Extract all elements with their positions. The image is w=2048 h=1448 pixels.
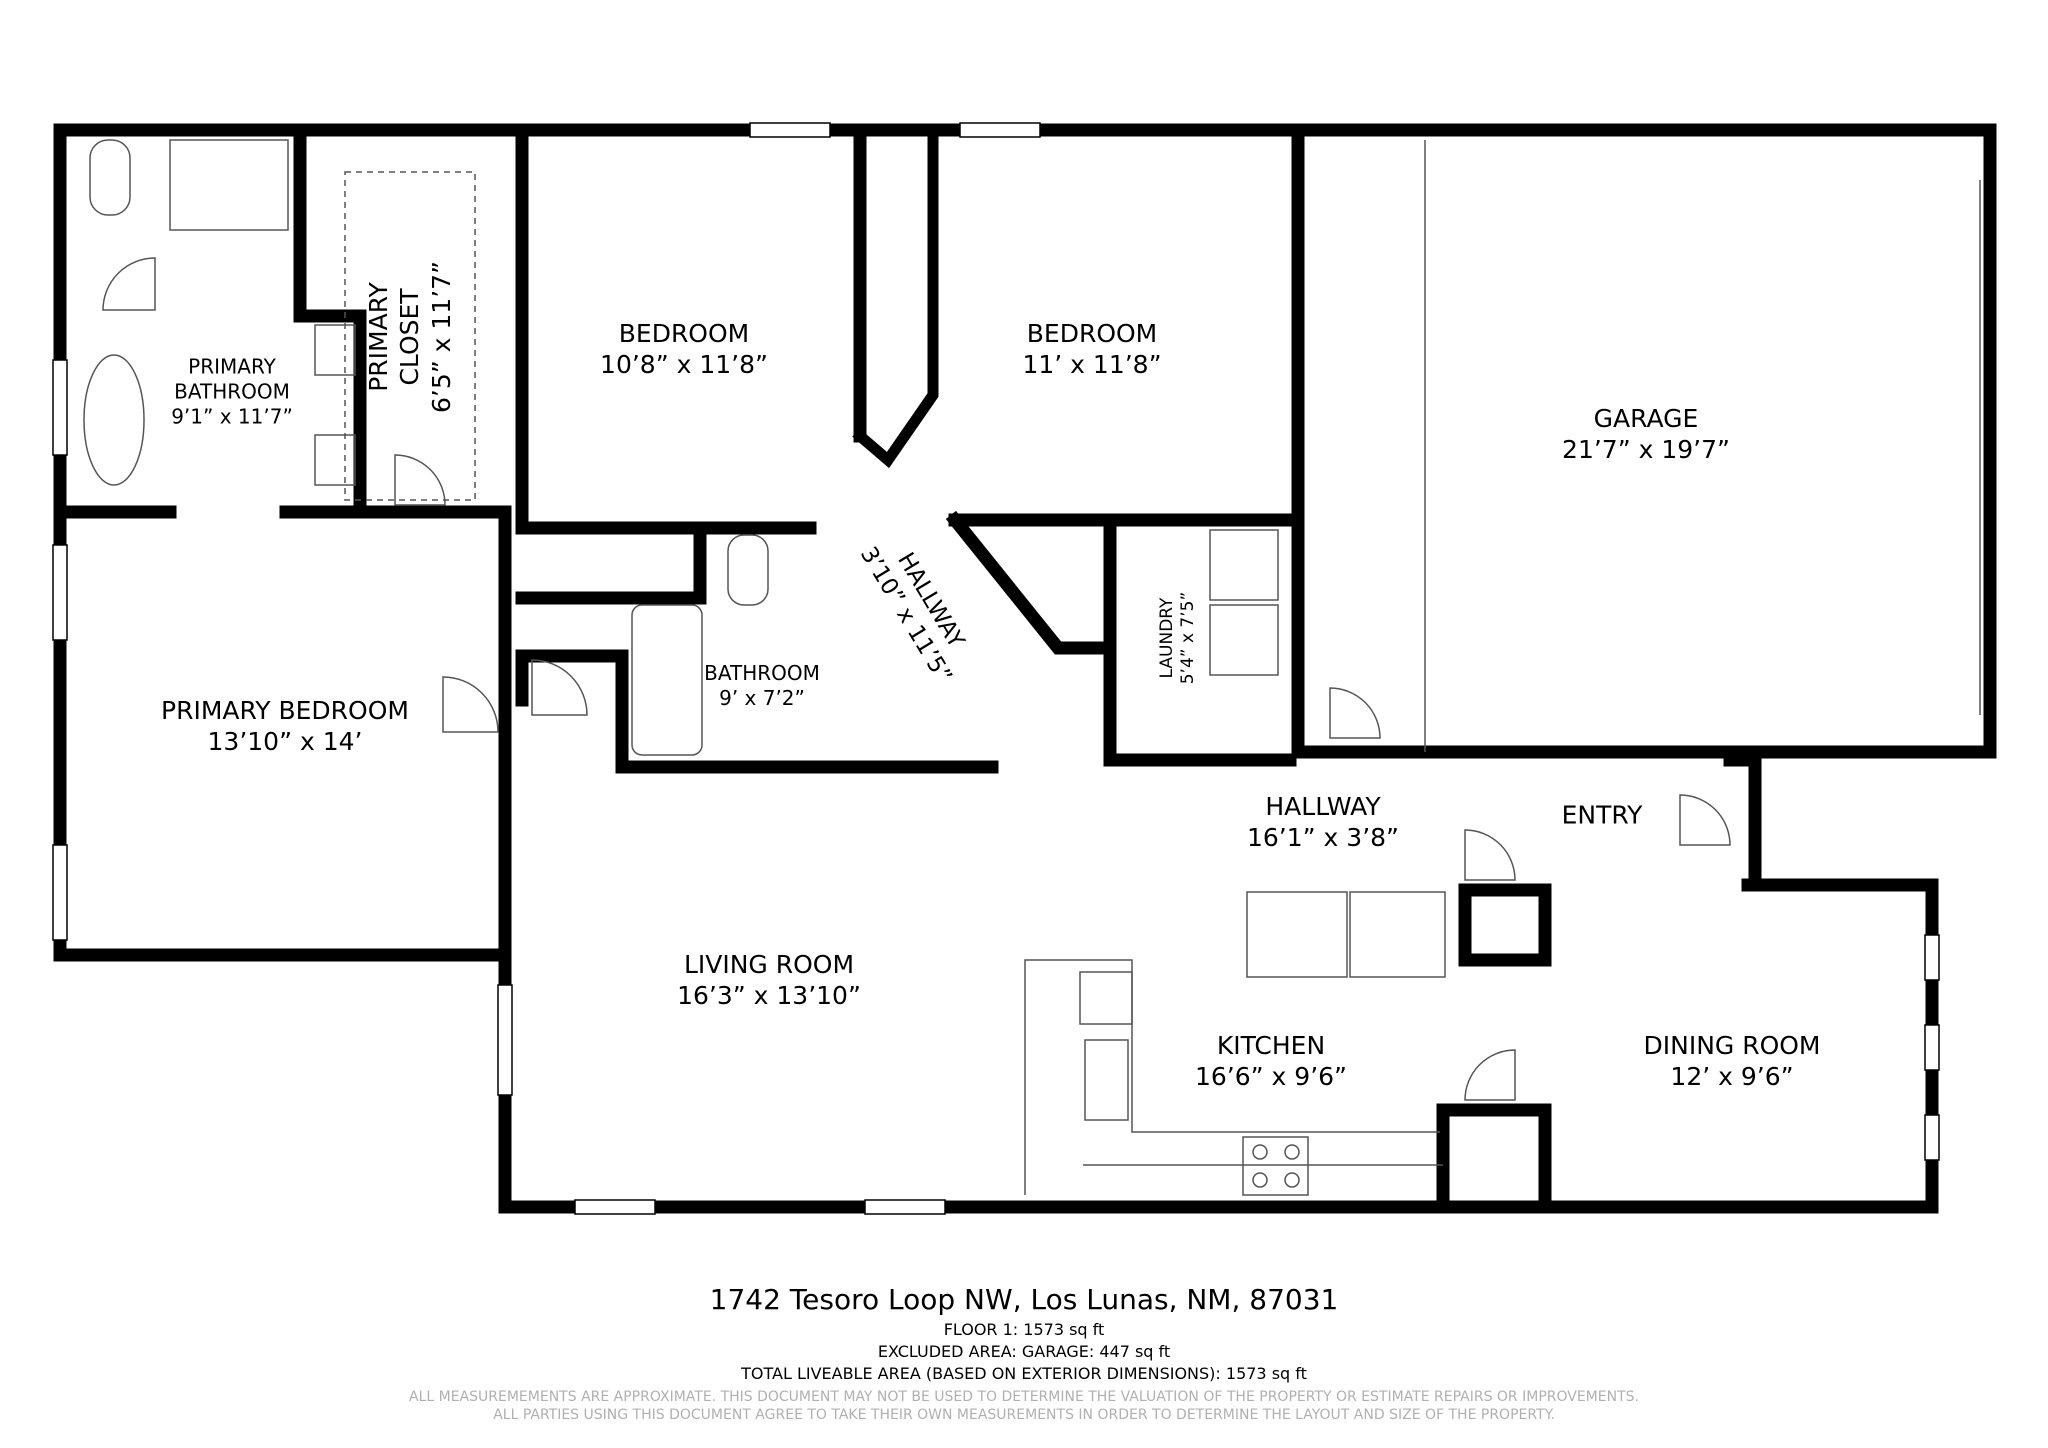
room-name: PRIMARY [188, 354, 276, 379]
room-dimensions: 21’7” x 19’7” [1562, 435, 1730, 464]
room-name: BEDROOM [618, 318, 750, 348]
room-name: PRIMARY BEDROOM [161, 695, 409, 725]
room-name: DINING ROOM [1643, 1030, 1821, 1060]
room-dimensions: 12’ x 9’6” [1670, 1062, 1794, 1091]
walls [53, 123, 1997, 1214]
room-name: HALLWAY [1265, 791, 1381, 821]
room-name: BATHROOM [174, 379, 290, 404]
room-dimensions: 16’6” x 9’6” [1194, 1062, 1348, 1091]
room-name: ENTRY [1561, 800, 1643, 830]
room-dimensions: 10’8” x 11’8” [600, 350, 768, 379]
room-dimensions: 13’10” x 14’ [207, 727, 363, 756]
room-name: CLOSET [395, 288, 425, 386]
room-dimensions: 6’5” x 11’7” [426, 260, 456, 414]
excluded-area: EXCLUDED AREA: GARAGE: 447 sq ft [877, 1342, 1171, 1361]
fixtures [83, 139, 1981, 1196]
room-name: BATHROOM [704, 661, 820, 685]
room-dimensions: 9’ x 7’2” [719, 686, 805, 710]
disclaimer-line-2: ALL PARTIES USING THIS DOCUMENT AGREE TO… [493, 1407, 1555, 1423]
room-dimensions: 16’3” x 13’10” [677, 981, 861, 1010]
room-name: LAUNDRY [1156, 597, 1177, 679]
room-dimensions: 9’1” x 11’7” [171, 404, 293, 429]
floor-area: FLOOR 1: 1573 sq ft [943, 1320, 1105, 1339]
total-area: TOTAL LIVEABLE AREA (BASED ON EXTERIOR D… [741, 1364, 1307, 1383]
room-name: BEDROOM [1026, 318, 1158, 348]
room-dimensions: 5’4” x 7’5” [1178, 591, 1198, 685]
room-dimensions: 16’1” x 3’8” [1246, 823, 1400, 852]
disclaimer-line-1: ALL MEASUREMEMENTS ARE APPROXIMATE. THIS… [409, 1389, 1639, 1405]
room-name: KITCHEN [1216, 1030, 1326, 1060]
property-address: 1742 Tesoro Loop NW, Los Lunas, NM, 8703… [709, 1283, 1339, 1316]
room-name: GARAGE [1593, 403, 1699, 433]
room-name: PRIMARY [364, 282, 394, 392]
room-dimensions: 11’ x 11’8” [1022, 350, 1162, 379]
room-label-entry: ENTRY [1562, 799, 1643, 830]
window-markers [52, 122, 1940, 1215]
room-name: LIVING ROOM [683, 949, 855, 979]
